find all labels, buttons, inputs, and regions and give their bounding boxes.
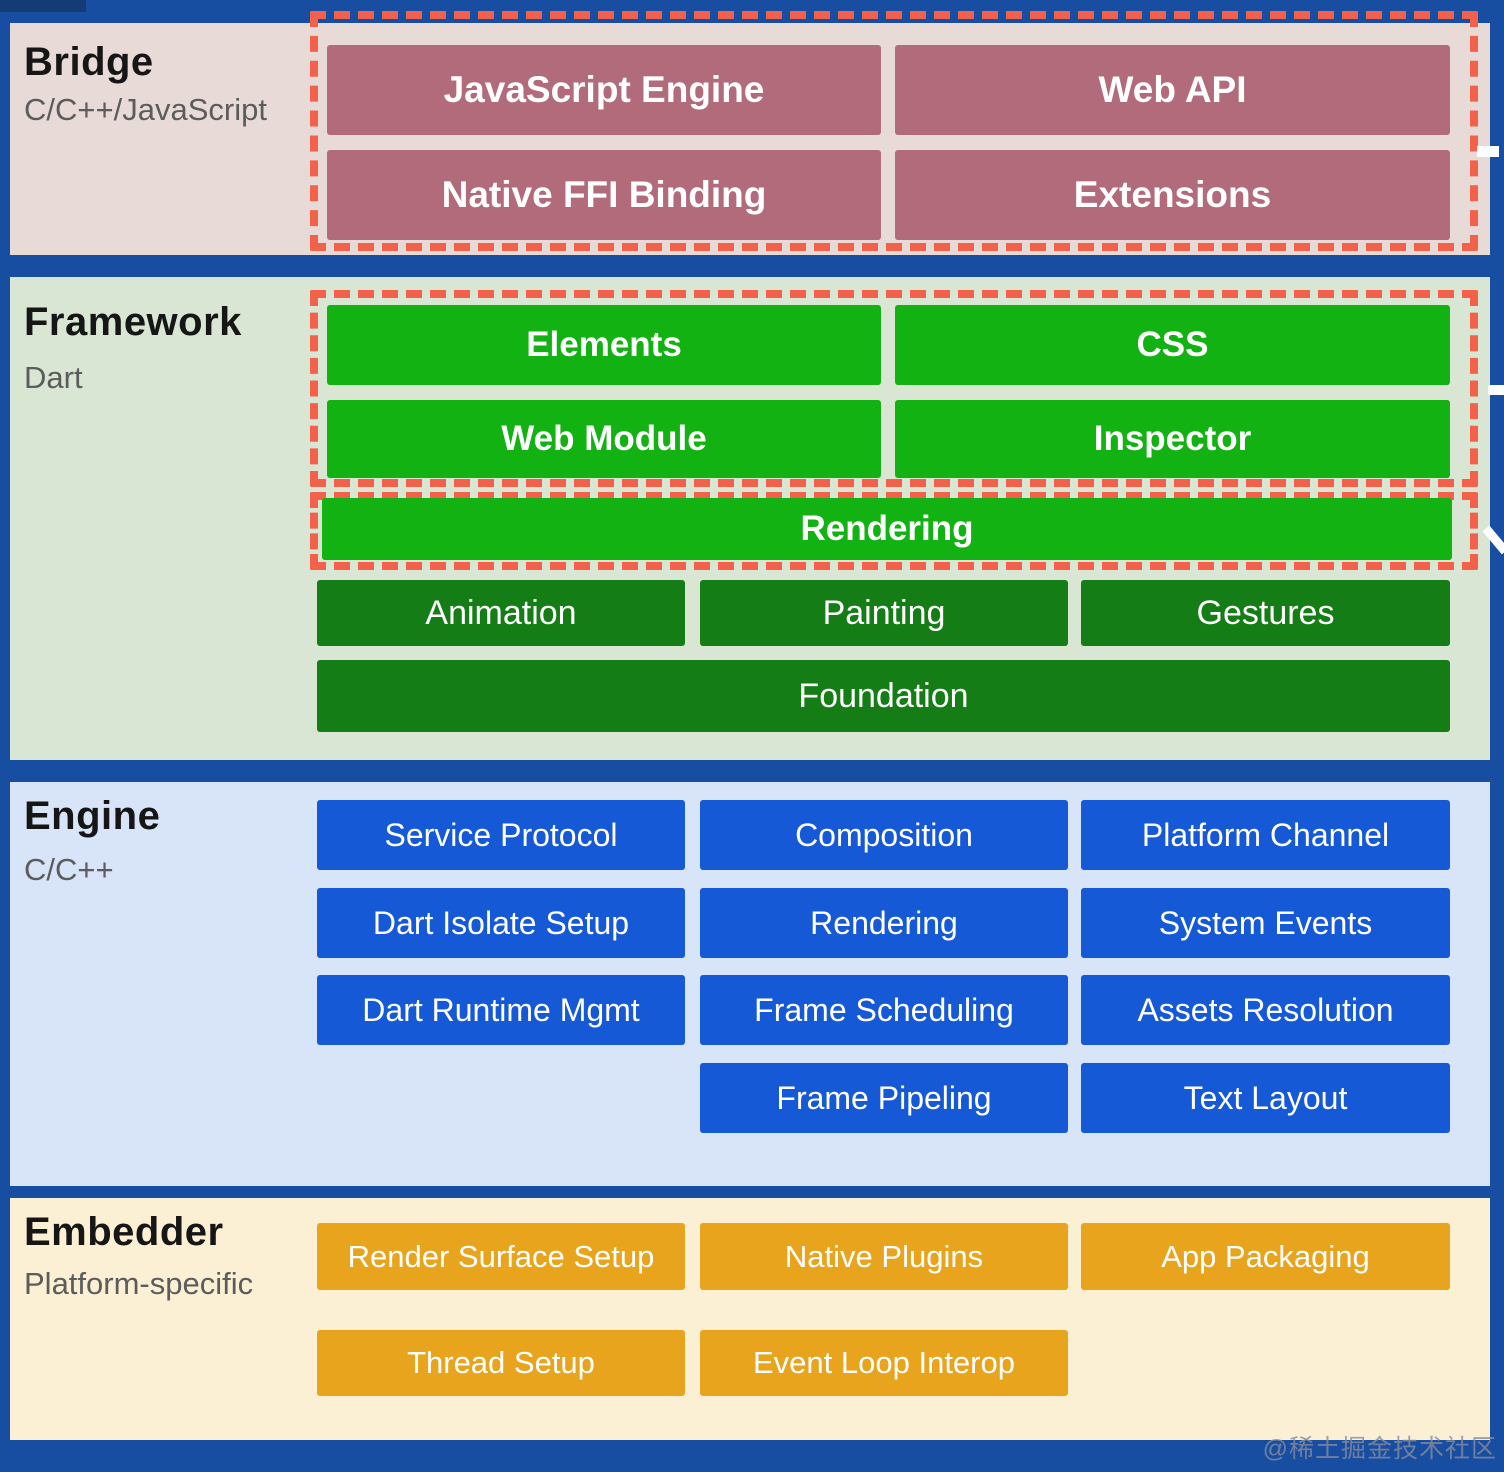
bridge-dashed-outline — [310, 11, 1478, 251]
box-platform-channel: Platform Channel — [1081, 800, 1450, 870]
box-frame-pipeling: Frame Pipeling — [700, 1063, 1068, 1133]
box-composition: Composition — [700, 800, 1068, 870]
box-native-plugins: Native Plugins — [700, 1223, 1068, 1290]
box-native-ffi-binding: Native FFI Binding — [327, 150, 881, 240]
embedder-subtitle: Platform-specific — [24, 1266, 254, 1301]
top-left-dark-strip — [0, 0, 86, 12]
rendering-dashed-outline — [310, 492, 1478, 570]
connector-line-framework — [1488, 385, 1504, 395]
box-thread-setup: Thread Setup — [317, 1330, 685, 1396]
box-web-api: Web API — [895, 45, 1450, 135]
box-frame-scheduling: Frame Scheduling — [700, 975, 1068, 1045]
framework-title: Framework — [24, 300, 242, 344]
box-inspector: Inspector — [895, 400, 1450, 478]
box-gestures: Gestures — [1081, 580, 1450, 646]
box-event-loop-interop: Event Loop Interop — [700, 1330, 1068, 1396]
box-assets-resolution: Assets Resolution — [1081, 975, 1450, 1045]
box-dart-isolate-setup: Dart Isolate Setup — [317, 888, 685, 958]
engine-title: Engine — [24, 794, 161, 838]
bridge-subtitle: C/C++/JavaScript — [24, 92, 267, 127]
box-extensions: Extensions — [895, 150, 1450, 240]
box-foundation: Foundation — [317, 660, 1450, 732]
bridge-title: Bridge — [24, 40, 154, 84]
box-animation: Animation — [317, 580, 685, 646]
box-css: CSS — [895, 305, 1450, 385]
box-rendering-engine: Rendering — [700, 888, 1068, 958]
engine-subtitle: C/C++ — [24, 852, 114, 887]
box-service-protocol: Service Protocol — [317, 800, 685, 870]
connector-line-bridge — [1477, 146, 1499, 157]
framework-dashed-outline — [310, 290, 1478, 487]
framework-subtitle: Dart — [24, 360, 83, 395]
box-dart-runtime-mgmt: Dart Runtime Mgmt — [317, 975, 685, 1045]
box-painting: Painting — [700, 580, 1068, 646]
box-system-events: System Events — [1081, 888, 1450, 958]
box-app-packaging: App Packaging — [1081, 1223, 1450, 1290]
watermark: @稀土掘金技术社区 — [1262, 1435, 1497, 1463]
box-web-module: Web Module — [327, 400, 881, 478]
box-render-surface-setup: Render Surface Setup — [317, 1223, 685, 1290]
box-text-layout: Text Layout — [1081, 1063, 1450, 1133]
box-javascript-engine: JavaScript Engine — [327, 45, 881, 135]
embedder-title: Embedder — [24, 1210, 224, 1254]
box-rendering-framework: Rendering — [322, 498, 1452, 560]
box-elements: Elements — [327, 305, 881, 385]
